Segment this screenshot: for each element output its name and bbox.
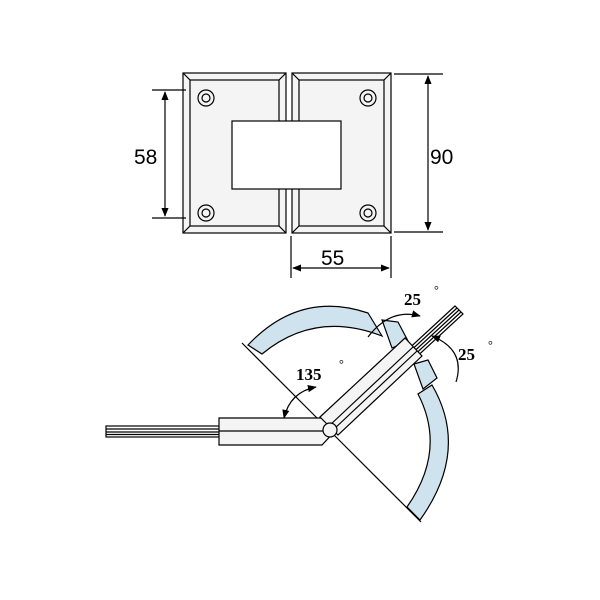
angle-135-label: 135: [296, 365, 322, 384]
dimension-58-label: 58: [134, 146, 157, 169]
glass-arc-upper: [247, 305, 384, 355]
dimension-90-label: 90: [430, 146, 453, 169]
angle-25-right-degree: °: [488, 338, 493, 352]
screw-hole-icon: [197, 204, 215, 222]
dimension-55-label: 55: [321, 247, 344, 270]
glass-end-right: [413, 359, 438, 390]
center-knuckle-block: [231, 120, 342, 190]
glass-arc-right: [406, 384, 449, 521]
screw-hole-icon: [359, 89, 377, 107]
angle-arc-135: [282, 384, 317, 419]
angle-25-right-label: 25: [458, 345, 475, 364]
dimension-55: [290, 236, 392, 278]
front-view: [152, 72, 443, 278]
screw-hole-icon: [197, 89, 215, 107]
dimension-90: [394, 73, 443, 233]
pivot-knuckle: [322, 422, 338, 438]
screw-hole-icon: [359, 204, 377, 222]
angle-view: [105, 305, 464, 523]
dimension-58: [152, 89, 186, 219]
angle-135-degree: °: [339, 357, 344, 371]
reference-line-lower: [331, 432, 422, 523]
angle-25-top-degree: °: [434, 283, 439, 297]
angle-arc-25-right: [431, 335, 459, 383]
angle-arc-25-top: [367, 310, 421, 338]
angle-25-top-label: 25: [404, 290, 421, 309]
